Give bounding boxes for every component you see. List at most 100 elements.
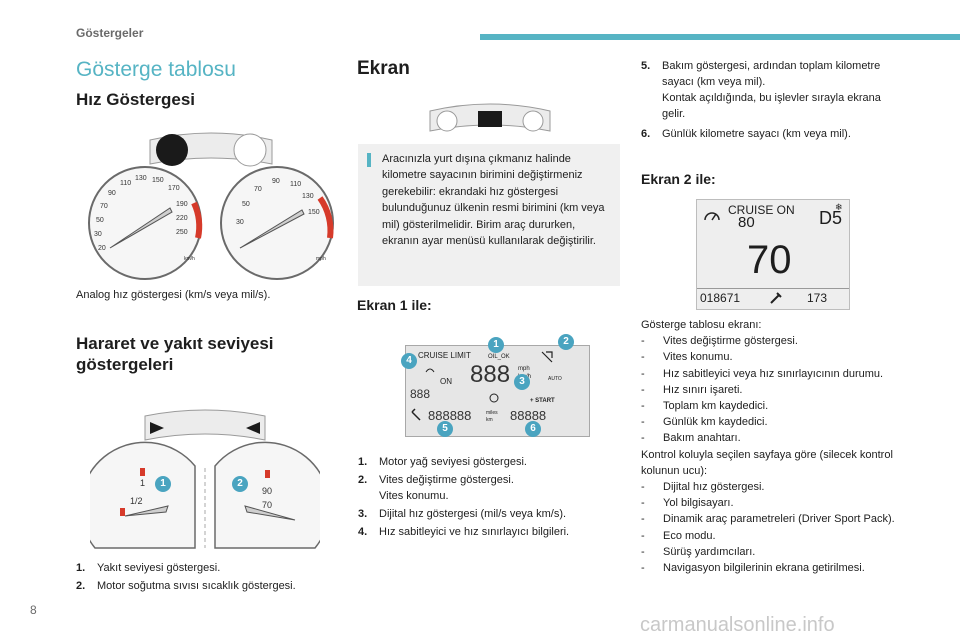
list-item-text: Vites değiştirme göstergesi. Vites konum… [379, 474, 514, 502]
lcd-trip: 173 [807, 291, 828, 305]
cruise-icon [425, 368, 435, 373]
mph-redzone [317, 196, 334, 239]
list-item: -Bakım anahtarı. [641, 430, 896, 446]
mph-needle [239, 209, 305, 249]
temp-highlight [246, 422, 260, 434]
list-item-text: Dinamik araç parametreleri (Driver Sport… [663, 513, 895, 526]
mph-unit: mph [316, 256, 326, 262]
list-item: -Günlük km kaydedici. [641, 414, 896, 430]
list-item: 3.Dijital hız göstergesi (mil/s veya km/… [358, 506, 620, 522]
callout-badge: 5 [437, 421, 453, 437]
temp-fuel-heading: Hararet ve yakıt seviyesi göstergeleri [76, 334, 274, 374]
list-item: -Hız sınırı işareti. [641, 382, 896, 398]
callout-badge: 6 [525, 421, 541, 437]
list-item: -Dinamik araç parametreleri (Driver Spor… [641, 511, 896, 527]
list-item-text: Motor yağ seviyesi göstergesi. [379, 456, 527, 468]
list-item: 2. Vites değiştirme göstergesi. Vites kon… [358, 472, 620, 504]
temp-gauge [214, 441, 320, 549]
kmh-needle [109, 207, 173, 249]
list-item-text: Dijital hız göstergesi. [663, 481, 765, 494]
list-item-text: Bakım göstergesi, ardından toplam kilome… [662, 60, 881, 120]
speedometer-alt [233, 133, 267, 167]
wrench-icon [411, 408, 421, 421]
lcd-speed: 70 [747, 238, 792, 282]
ekran2-description: Gösterge tablosu ekranı: -Vites değiştir… [641, 317, 896, 576]
speedometer-illustration: 20 30 50 70 90 110 130 150 170 190 220 2… [88, 132, 334, 280]
fuel-marker [140, 468, 145, 476]
mph-tick-labels: 30 50 70 90 110 130 150 [236, 178, 320, 226]
kmh-tick: 30 [94, 231, 102, 238]
dial-right [522, 110, 544, 132]
speedometer-highlight [156, 134, 188, 166]
ekran2-lcd: CRUISE ON 80 D5 ❄ 70 018671 173 [696, 199, 850, 310]
list-item-text: Günlük kilometre sayacı (km veya mil). [662, 128, 851, 140]
list-item: -Vites konumu. [641, 349, 896, 365]
temp-fuel-list: 1.Yakıt seviyesi göstergesi. 2.Motor soğ… [76, 560, 341, 596]
list-item-text: Bakım anahtarı. [663, 432, 741, 445]
callout-badge: 4 [401, 353, 417, 369]
kmh-tick: 70 [100, 203, 108, 210]
fuel-label: 1 [140, 478, 145, 488]
watermark: carmanualsonline.info [640, 614, 835, 636]
list-item-text: Hız sabitleyici ve hız sınırlayıcı bilgi… [379, 526, 570, 538]
list-item: -Sürüş yardımcıları. [641, 544, 896, 560]
header-accent-bar [480, 34, 960, 40]
list-item: 1.Yakıt seviyesi göstergesi. [76, 560, 341, 576]
lcd-speed-digits: 888 [470, 361, 510, 388]
kmh-tick-labels: 20 30 50 70 90 110 130 150 170 190 220 2… [94, 175, 188, 252]
kmh-tick: 90 [108, 190, 116, 197]
lcd-set-speed: 80 [738, 214, 755, 231]
page-title: Gösterge tablosu [76, 58, 236, 81]
mph-tick: 90 [272, 178, 280, 185]
lcd-cruise-on: CRUISE ON [728, 203, 795, 217]
fuel-marker [120, 508, 125, 516]
list-item-text: Vites konumu. [663, 351, 733, 364]
list-item: 2.Motor soğutma sıvısı sıcaklık gösterge… [76, 578, 341, 594]
kmh-tick: 20 [98, 245, 106, 252]
lcd-on: ON [440, 377, 452, 386]
info-icon-bar [367, 153, 371, 167]
callout-badge: 2 [558, 334, 574, 350]
list-item-number: 2. [358, 474, 368, 486]
kmh-tick: 250 [176, 229, 188, 236]
lcd-gear: D5 [819, 208, 843, 228]
ekran2-intro: Gösterge tablosu ekranı: [641, 319, 762, 331]
mph-tick: 150 [308, 209, 320, 216]
list-item: -Toplam km kaydedici. [641, 398, 896, 414]
temp-marker [265, 470, 270, 478]
list-item-text: Toplam km kaydedici. [663, 400, 769, 413]
list-item-number: 6. [641, 128, 651, 140]
list-item: 6. Günlük kilometre sayacı (km veya mil). [641, 126, 891, 142]
temp-needle [244, 505, 296, 521]
speed-limiter-icon [489, 393, 499, 403]
kmh-tick: 50 [96, 217, 104, 224]
temp-fuel-illustration: 1 1/2 90 70 [90, 409, 320, 549]
list-item-text: Vites değiştirme göstergesi. [663, 335, 798, 348]
info-box [358, 144, 620, 286]
kmh-tick: 130 [135, 175, 147, 182]
lcd-auto: AUTO [548, 376, 562, 382]
callout-badge: 3 [514, 374, 530, 390]
mph-tick: 30 [236, 219, 244, 226]
lcd-oil-ok: OIL_OK [488, 354, 510, 360]
speedometer-heading: Hız Göstergesi [76, 90, 196, 109]
mph-tick: 70 [254, 186, 262, 193]
list-item-text: Günlük km kaydedici. [663, 416, 768, 429]
callout-badge: 1 [488, 337, 504, 353]
lcd-cruise-limit: CRUISE LIMIT [418, 351, 471, 360]
fuel-needle [124, 505, 169, 517]
ekran1-list: 1.Motor yağ seviyesi göstergesi. 2.Vites… [358, 454, 620, 542]
kmh-redzone [191, 201, 203, 239]
kmh-tick: 170 [168, 185, 180, 192]
list-item-text: Dijital hız göstergesi (mil/s veya km/s)… [379, 508, 567, 520]
lcd-miles: miles [486, 410, 498, 416]
ekran1-lcd: CRUISE LIMIT OIL_OK 888 mph km/h ON AUTO… [405, 345, 590, 437]
kmh-tick: 220 [176, 215, 188, 222]
section-header: Göstergeler [76, 26, 144, 40]
speedometer-caption: Analog hız göstergesi (km/s veya mil/s). [76, 289, 271, 301]
display-highlight [478, 111, 502, 127]
ekran-heading: Ekran [357, 58, 410, 79]
mph-tick: 110 [290, 181, 301, 188]
lcd-start: + START [530, 398, 555, 404]
lcd-odometer-digits: 888888 [428, 408, 471, 423]
